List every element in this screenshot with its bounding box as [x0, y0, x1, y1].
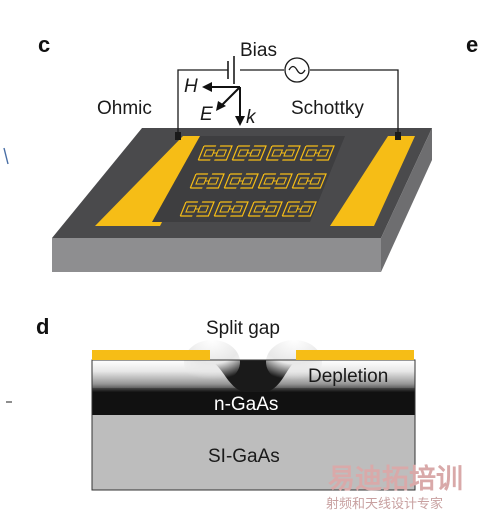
k-vector-label: k	[246, 107, 257, 128]
schottky-probe	[395, 132, 401, 140]
panel-e-letter: e	[466, 32, 478, 57]
field-vectors-icon	[202, 82, 245, 126]
metamaterial-array	[152, 136, 345, 222]
ohmic-label: Ohmic	[97, 98, 152, 119]
split-gap-label: Split gap	[206, 318, 280, 339]
bias-label: Bias	[240, 40, 277, 61]
ohmic-contact-pad	[95, 136, 206, 226]
sigaas-label: SI-GaAs	[208, 446, 280, 467]
edge-mark	[3, 147, 9, 165]
panel-d-letter: d	[36, 314, 49, 339]
panel-c-letter: c	[38, 32, 50, 57]
schottky-contact-pad	[330, 136, 415, 226]
e-field-label: E	[200, 104, 213, 125]
depletion-label: Depletion	[308, 366, 388, 387]
h-field-label: H	[184, 76, 198, 97]
ohmic-probe	[175, 132, 181, 140]
ngaas-label: n-GaAs	[214, 394, 278, 415]
watermark-subtitle: 射频和天线设计专家	[326, 496, 443, 512]
gate-left	[92, 350, 210, 360]
cross-section	[91, 340, 416, 491]
schottky-label: Schottky	[291, 98, 364, 119]
watermark-title: 易迪拓培训	[328, 464, 463, 495]
bias-circuit	[177, 56, 399, 136]
gate-right	[296, 350, 414, 360]
sine-wave-icon	[288, 65, 306, 75]
